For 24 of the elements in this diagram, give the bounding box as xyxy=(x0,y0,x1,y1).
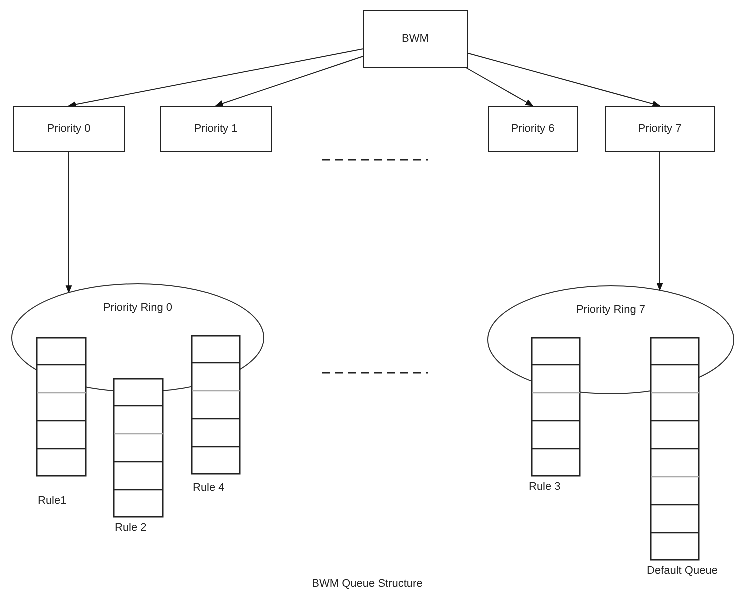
arrow xyxy=(66,152,72,294)
node-label: BWM xyxy=(402,33,429,45)
caption: BWM Queue Structure xyxy=(311,578,424,590)
queue-label: Default Queue xyxy=(647,565,718,577)
node-label: Priority 0 xyxy=(47,123,91,135)
queue-label: Rule 4 xyxy=(193,482,225,494)
node-label: Priority 6 xyxy=(511,123,555,135)
process-box xyxy=(605,106,715,152)
arrow xyxy=(656,152,664,292)
arrow xyxy=(466,68,534,106)
ring-label: Priority Ring 0 xyxy=(103,302,173,314)
queue-label: Rule1 xyxy=(38,495,67,507)
arrow xyxy=(68,48,364,108)
queue-label: Rule 2 xyxy=(115,522,147,534)
process-box xyxy=(363,10,468,68)
node-label: Priority 1 xyxy=(194,123,238,135)
process-box xyxy=(13,106,125,152)
process-box xyxy=(160,106,272,152)
ring-label: Priority Ring 7 xyxy=(576,304,646,316)
arrow xyxy=(215,56,364,107)
arrow xyxy=(468,52,661,108)
queue-label: Rule 3 xyxy=(529,481,561,493)
node-label: Priority 7 xyxy=(638,123,682,135)
process-box xyxy=(488,106,578,152)
